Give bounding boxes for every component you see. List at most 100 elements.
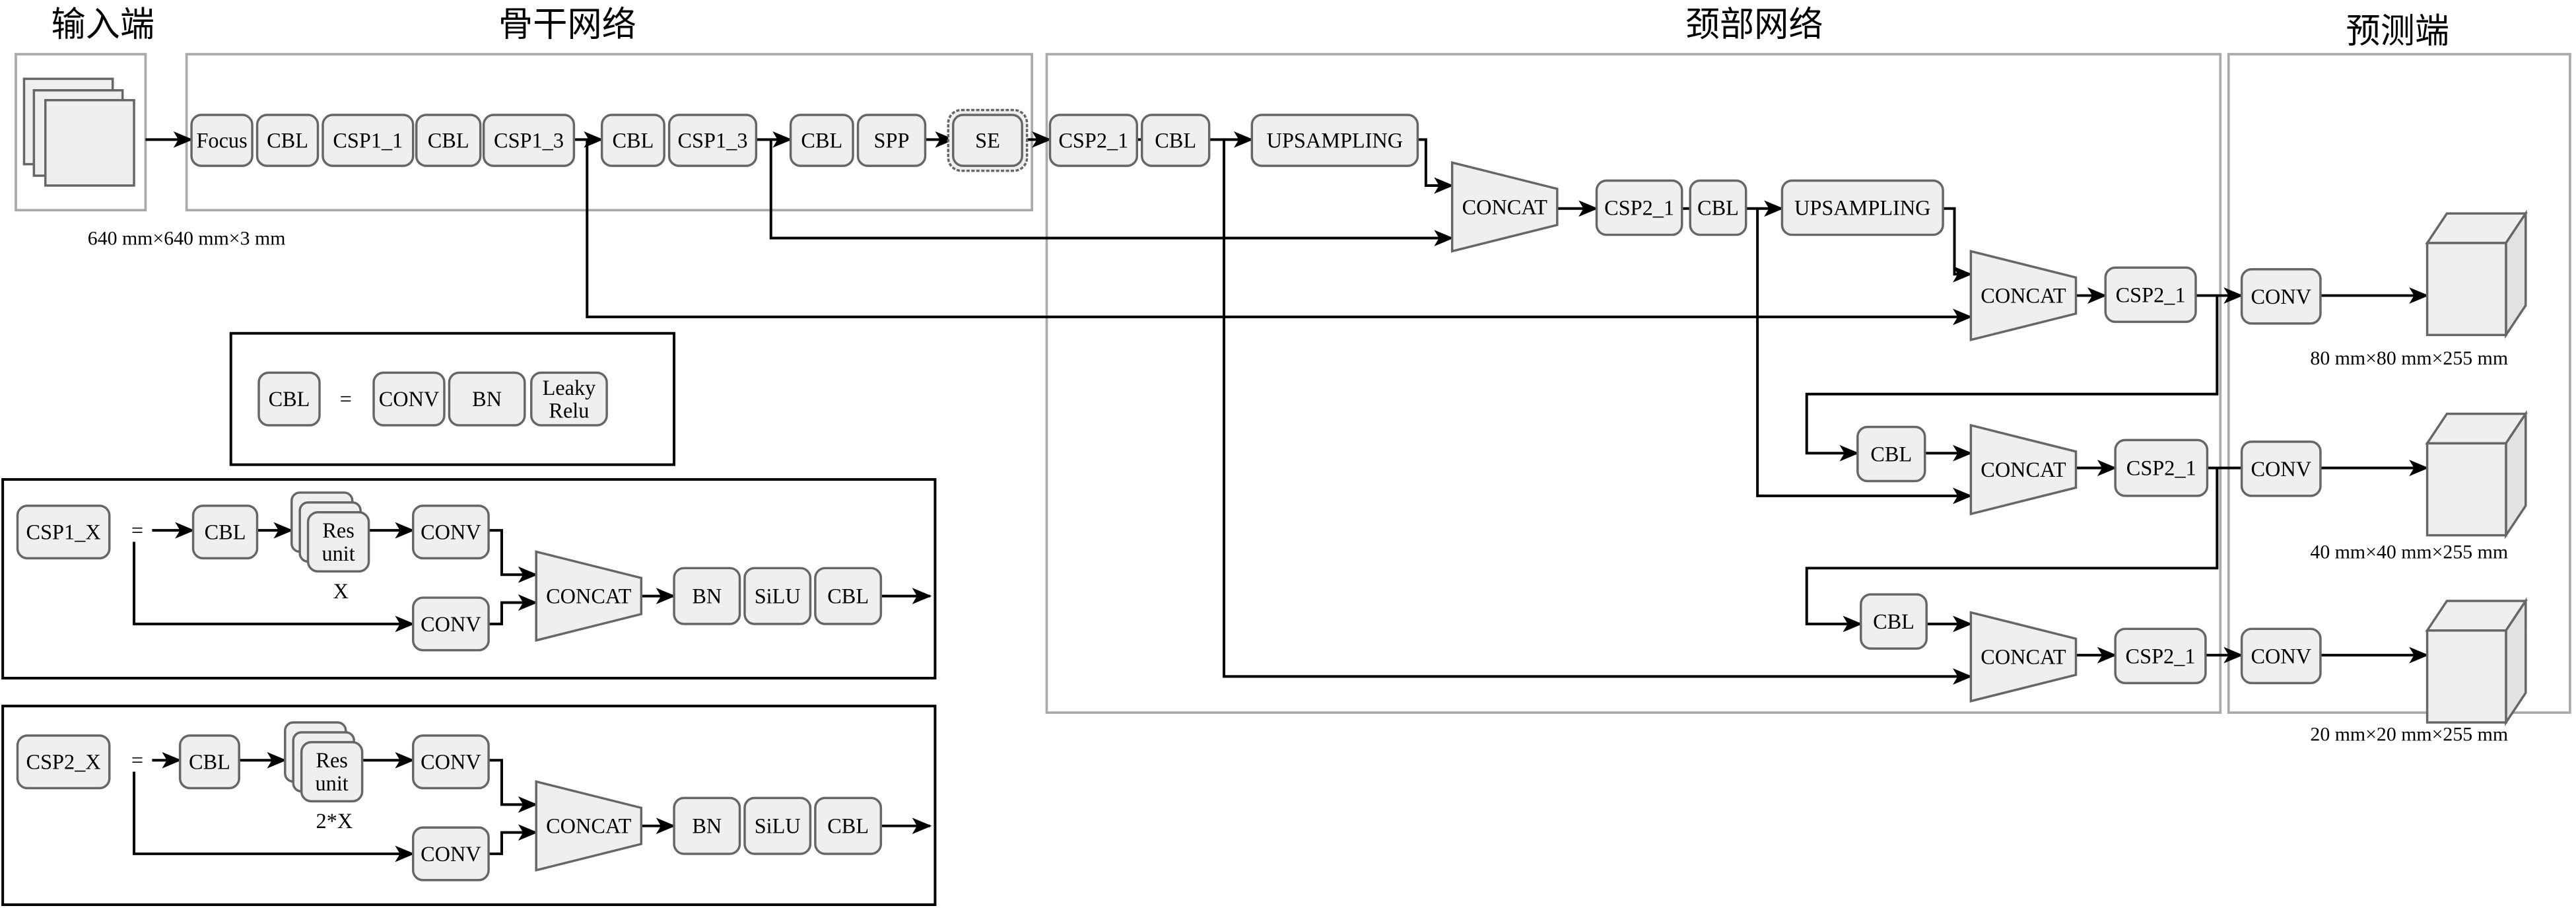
legend-csp2-res-unit-block-label: Res xyxy=(316,748,347,772)
backbone-block-focus: Focus xyxy=(190,114,254,167)
legend-csp2-name-block: CSP2_X xyxy=(16,734,111,790)
output-size-label: 20 mm×20 mm×255 mm xyxy=(2310,723,2508,745)
neck-csp2-1-block-label: CSP2_1 xyxy=(2116,283,2186,306)
connector-arrow xyxy=(1756,208,1973,505)
neck-cbl-block: CBL xyxy=(1856,425,1926,483)
legend-cbl-block-shape xyxy=(257,371,321,427)
output-tensor-cube-icon xyxy=(2425,409,2528,540)
section-title-backbone: 骨干网络 xyxy=(498,5,636,45)
backbone-block-se-label: SE xyxy=(975,129,1000,153)
legend-leaky-relu-block-shape xyxy=(530,371,608,427)
neck-csp2-1-block: CSP2_1 xyxy=(2114,438,2209,497)
neck-csp2-1-block-label: CSP2_1 xyxy=(1058,129,1128,153)
input-size-label: 640 mm×640 mm×3 mm xyxy=(88,227,286,249)
legend-csp2-conv-bottom-block-shape xyxy=(411,826,490,882)
legend-csp1-conv-bottom-block-shape xyxy=(411,596,490,652)
head-conv-block: CONV xyxy=(2240,440,2322,497)
legend-conv-block: CONV xyxy=(372,371,446,427)
legend-csp2-concat-block: CONCAT xyxy=(535,780,643,872)
legend-csp1-cbl-block-label: CBL xyxy=(827,584,869,608)
legend-csp1-conv-bottom-block-label: CONV xyxy=(421,612,481,636)
legend-csp1-cbl-block-shape xyxy=(814,567,883,625)
legend-csp1-bn-block: BN xyxy=(673,567,741,625)
legend-csp1-cbl-block: CBL xyxy=(191,505,259,560)
legend-csp2-silu-block-shape xyxy=(743,796,812,855)
output-tensor-cube-icon xyxy=(2425,597,2528,726)
legend-csp1-bn-block-label: BN xyxy=(692,584,722,608)
legend-csp1-conv-top-block-label: CONV xyxy=(421,520,481,544)
neck-concat-block: CONCAT xyxy=(1450,160,1559,253)
neck-cbl-block: CBL xyxy=(1140,114,1211,167)
neck-cbl-block: CBL xyxy=(1860,593,1928,650)
neck-upsampling-block: UPSAMPLING xyxy=(1780,179,1944,236)
connector-arrow xyxy=(133,771,415,862)
legend-csp2-bn-block: BN xyxy=(673,796,741,855)
neck-csp2-1-block-shape xyxy=(1048,114,1138,167)
legend-csp1-silu-block: SiLU xyxy=(743,567,812,625)
input-image-layer-icon xyxy=(44,98,135,187)
legend-csp1-cbl-block-label: CBL xyxy=(205,520,246,544)
equals-sign: = xyxy=(340,387,352,411)
legend-csp1-conv-top-block-shape xyxy=(411,505,490,560)
backbone-block-cbl-shape xyxy=(415,114,482,167)
neck-upsampling-block-shape xyxy=(1250,114,1419,167)
legend-csp1-name-block-label: CSP1_X xyxy=(26,520,101,544)
head-conv-block-label: CONV xyxy=(2251,285,2312,308)
neck-concat-block-shape xyxy=(1969,423,2078,516)
head-conv-block-label: CONV xyxy=(2251,644,2312,668)
equals-sign: = xyxy=(131,518,143,542)
legend-csp1-silu-block-shape xyxy=(743,567,812,625)
neck-concat-block: CONCAT xyxy=(1969,423,2078,516)
head-conv-block: CONV xyxy=(2240,268,2322,325)
neck-cbl-block-shape xyxy=(1856,425,1926,483)
neck-concat-block-label: CONCAT xyxy=(1981,284,2066,308)
backbone-block-se: SE xyxy=(947,108,1029,172)
connector-arrow xyxy=(1943,207,1973,283)
legend-csp2-concat-block-shape xyxy=(535,780,643,872)
legend-csp2-res-unit-block-label: unit xyxy=(316,771,349,795)
neck-concat-block-label: CONCAT xyxy=(1981,645,2066,669)
neck-concat-block: CONCAT xyxy=(1969,250,2078,341)
neck-concat-block-shape xyxy=(1450,160,1559,253)
legend-csp1-res-unit-block-label: Res xyxy=(322,518,354,542)
legend-bn-block: BN xyxy=(448,371,526,427)
legend-csp2-conv-top-block: CONV xyxy=(411,734,490,790)
backbone-block-csp1-3-shape xyxy=(667,114,758,167)
neck-csp2-1-block: CSP2_1 xyxy=(1048,114,1138,167)
legend-csp2-silu-block-label: SiLU xyxy=(755,814,801,838)
legend-csp2-name-block-label: CSP2_X xyxy=(26,750,101,774)
neck-upsampling-block-label: UPSAMPLING xyxy=(1267,129,1403,153)
head-panel xyxy=(2227,53,2571,714)
neck-csp2-1-block-label: CSP2_1 xyxy=(2126,644,2196,668)
neck-cbl-block-label: CBL xyxy=(1697,196,1739,220)
legend-csp2-name-block-shape xyxy=(16,734,111,790)
neck-concat-block: CONCAT xyxy=(1969,611,2078,703)
neck-concat-block-label: CONCAT xyxy=(1981,458,2066,481)
legend-csp1-bn-block-shape xyxy=(673,567,741,625)
backbone-block-csp1-1-shape xyxy=(322,114,415,167)
head-conv-block-shape xyxy=(2240,440,2322,497)
legend-csp1-concat-block-shape xyxy=(535,550,643,642)
legend-csp2-conv-bottom-block-label: CONV xyxy=(421,842,481,866)
backbone-block-cbl-shape xyxy=(789,114,854,167)
repeat-count-label: 2*X xyxy=(316,809,353,833)
legend-csp1-silu-block-label: SiLU xyxy=(755,584,801,608)
backbone-block-csp1-1: CSP1_1 xyxy=(322,114,415,167)
legend-csp1-res-unit-block-label: unit xyxy=(322,541,355,565)
legend-conv-block-shape xyxy=(372,371,446,427)
neck-csp2-1-block-label: CSP2_1 xyxy=(1604,196,1674,220)
neck-concat-block-shape xyxy=(1969,611,2078,703)
legend-csp1-name-block: CSP1_X xyxy=(16,505,111,560)
legend-csp2-cbl-block-label: CBL xyxy=(827,814,869,838)
backbone-block-csp1-3-label: CSP1_3 xyxy=(678,129,748,153)
section-title-input: 输入端 xyxy=(51,5,154,45)
legend-csp1-conv-bottom-block: CONV xyxy=(411,596,490,652)
backbone-block-cbl-shape xyxy=(600,114,665,167)
neck-upsampling-block-shape xyxy=(1780,179,1944,236)
legend-bn-block-shape xyxy=(448,371,526,427)
neck-concat-block-label: CONCAT xyxy=(1462,195,1548,219)
